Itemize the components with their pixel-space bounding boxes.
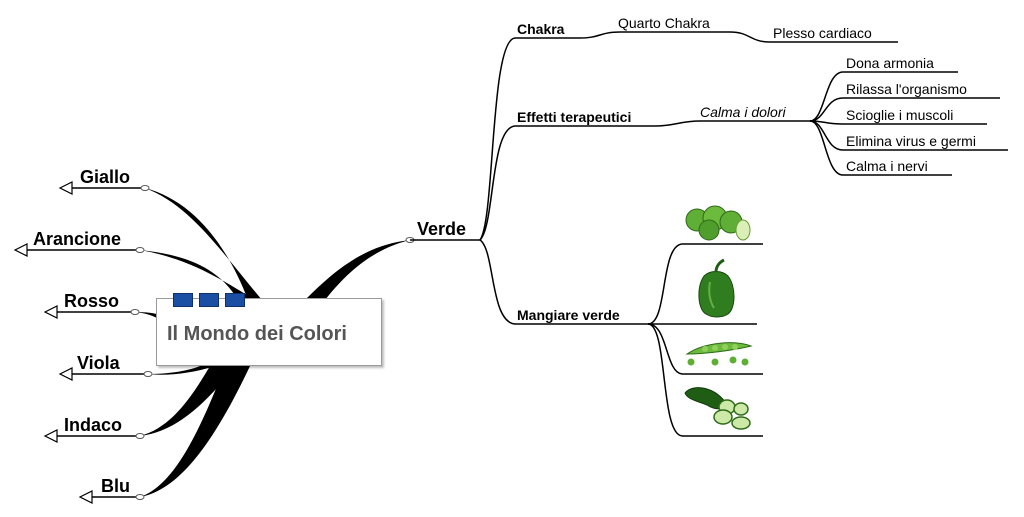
branch-rosso[interactable]: Rosso: [64, 291, 120, 311]
topic-scioglie-muscoli[interactable]: Scioglie i muscoli: [846, 107, 954, 123]
connector-verde: [305, 240, 410, 300]
green-pepper-image: [698, 258, 735, 318]
green-peas-image: [685, 342, 753, 366]
connector-giallo: [145, 188, 262, 300]
note-icon[interactable]: [199, 293, 219, 307]
topic-rilassa-organismo[interactable]: Rilassa l'organismo: [846, 81, 967, 97]
cucumber-image: [684, 387, 751, 430]
green-apples-image: [685, 205, 751, 241]
note-icon[interactable]: [173, 293, 193, 307]
connector-indaco: [140, 366, 235, 436]
branch-arancione[interactable]: Arancione: [33, 229, 122, 249]
branch-indaco[interactable]: Indaco: [64, 415, 123, 435]
branch-blu[interactable]: Blu: [101, 476, 130, 496]
topic-calma-nervi[interactable]: Calma i nervi: [846, 158, 928, 174]
topic-calma-i-dolori[interactable]: Calma i dolori: [700, 104, 786, 120]
branch-verde[interactable]: Verde: [417, 219, 467, 239]
connector-rosso: [135, 312, 160, 320]
note-icon[interactable]: [225, 293, 245, 307]
topic-quarto-chakra[interactable]: Quarto Chakra: [618, 15, 710, 31]
branch-giallo[interactable]: Giallo: [80, 167, 131, 187]
topic-mangiare-verde[interactable]: Mangiare verde: [517, 307, 620, 323]
connector-viola: [148, 366, 215, 375]
topic-dona-armonia[interactable]: Dona armonia: [846, 55, 934, 71]
connector-blu: [140, 366, 250, 497]
central-topic[interactable]: Il Mondo dei Colori: [156, 293, 382, 366]
arrowheads: [13, 181, 93, 504]
topic-elimina-virus[interactable]: Elimina virus e germi: [846, 133, 976, 149]
topic-effetti-terapeutici[interactable]: Effetti terapeutici: [517, 109, 632, 125]
central-topic-title: Il Mondo dei Colori: [167, 323, 347, 345]
topic-chakra[interactable]: Chakra: [517, 21, 565, 37]
topic-plesso-cardiaco[interactable]: Plesso cardiaco: [773, 25, 872, 41]
branch-viola[interactable]: Viola: [77, 353, 120, 373]
